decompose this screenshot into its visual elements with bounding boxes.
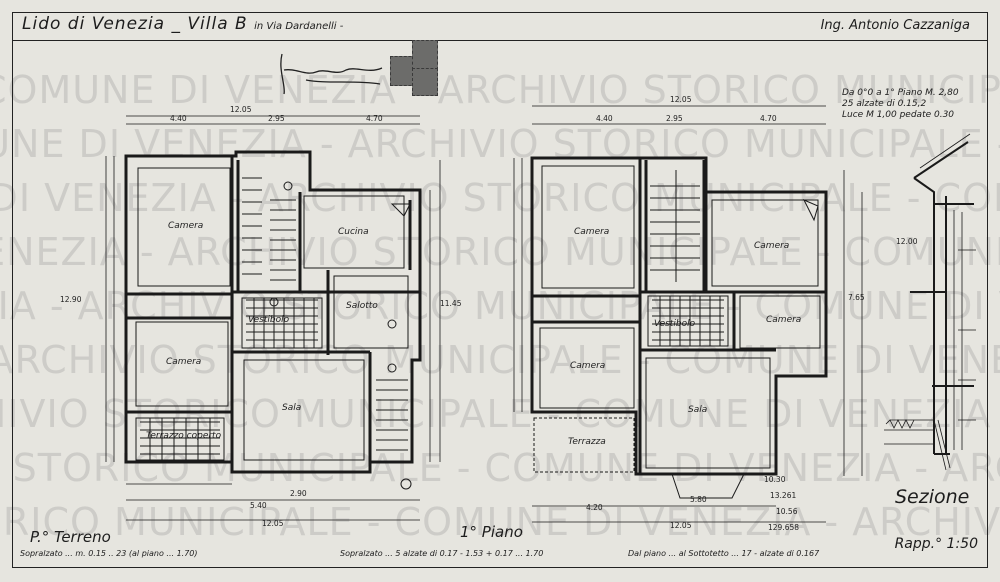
ground-floor-room-labels: Camera Camera Terrazzo coperto Cucina Ve… xyxy=(146,221,378,441)
ground-floor-details xyxy=(135,167,412,490)
room-label-terrazza: Terrazza xyxy=(568,437,606,447)
svg-text:12.05: 12.05 xyxy=(670,95,692,104)
handwritten-calculations: 10.30 13.261 10.56 129.658 xyxy=(764,475,799,532)
first-floor-title: 1° Piano xyxy=(460,523,523,541)
room-label-terrazzo: Terrazzo coperto xyxy=(146,431,222,441)
room-label-cucina: Cucina xyxy=(338,227,369,237)
svg-text:4.40: 4.40 xyxy=(170,114,187,123)
svg-text:4.20: 4.20 xyxy=(586,503,603,512)
room-label-vestibolo-2: Vestibolo xyxy=(654,319,696,329)
engineer-name: Ing. Antonio Cazzaniga xyxy=(820,18,970,33)
ground-floor-plan xyxy=(124,150,422,474)
svg-text:5.40: 5.40 xyxy=(250,501,267,510)
ground-floor-title: P.° Terreno xyxy=(30,528,111,546)
svg-text:10.30: 10.30 xyxy=(764,475,786,484)
svg-text:2.95: 2.95 xyxy=(666,114,683,123)
dimension-labels: 12.05 4.40 2.95 4.70 12.90 11.45 2.90 5.… xyxy=(60,95,918,530)
ground-floor-dimensions xyxy=(105,115,441,521)
svg-text:10.56: 10.56 xyxy=(776,507,798,516)
room-label-camera-3: Camera xyxy=(574,227,609,237)
svg-text:13.261: 13.261 xyxy=(770,491,796,500)
footer-note-roof: Dal piano ... al Sottotetto ... 17 - alz… xyxy=(628,549,820,558)
svg-text:5.80: 5.80 xyxy=(690,495,707,504)
svg-text:12.00: 12.00 xyxy=(896,237,918,246)
room-label-camera-5: Camera xyxy=(754,241,789,251)
elevation-notes: Da 0°0 a 1° Piano M. 2,80 25 alzate di 0… xyxy=(842,88,959,120)
svg-text:12.05: 12.05 xyxy=(230,105,252,114)
svg-text:7.65: 7.65 xyxy=(848,293,865,302)
svg-text:129.658: 129.658 xyxy=(768,523,799,532)
room-label-vestibolo: Vestibolo xyxy=(248,315,290,325)
first-floor-details xyxy=(533,165,821,499)
room-label-camera-6: Camera xyxy=(766,315,801,325)
room-label-camera-2: Camera xyxy=(166,357,201,367)
svg-text:12.90: 12.90 xyxy=(60,295,82,304)
room-label-salotto: Salotto xyxy=(346,301,378,311)
title-block: Lido di Venezia _ Villa B in Via Dardane… xyxy=(22,14,343,34)
svg-text:4.70: 4.70 xyxy=(760,114,777,123)
svg-text:2.90: 2.90 xyxy=(290,489,307,498)
wall-section xyxy=(910,141,974,455)
svg-text:11.45: 11.45 xyxy=(440,299,462,308)
scale-label: Rapp.° 1:50 xyxy=(894,536,978,552)
footer-note-ground: Sopralzato ... m. 0.15 .. 23 (al piano .… xyxy=(20,549,198,558)
wall-section-details xyxy=(884,133,976,471)
footer-note-first: Sopralzato ... 5 alzate di 0.17 - 1.53 +… xyxy=(340,549,544,558)
room-label-sala: Sala xyxy=(282,403,301,413)
svg-text:4.70: 4.70 xyxy=(366,114,383,123)
signature xyxy=(280,53,383,95)
first-floor-plan xyxy=(530,156,828,476)
room-label-camera-4: Camera xyxy=(570,361,605,371)
section-title: Sezione xyxy=(895,486,970,508)
first-floor-room-labels: Camera Camera Terrazza Camera Vestibolo … xyxy=(568,227,801,447)
sheet-border xyxy=(12,12,988,568)
title-street: in Via Dardanelli - xyxy=(254,21,344,32)
first-floor-dimensions xyxy=(513,105,863,523)
svg-text:2.95: 2.95 xyxy=(268,114,285,123)
svg-text:4.40: 4.40 xyxy=(596,114,613,123)
title-rule xyxy=(12,40,988,42)
room-label-camera-1: Camera xyxy=(168,221,203,231)
svg-text:12.05: 12.05 xyxy=(262,519,284,528)
revenue-stamps xyxy=(390,40,438,96)
title-text: Lido di Venezia _ Villa B xyxy=(22,14,248,34)
svg-text:12.05: 12.05 xyxy=(670,521,692,530)
room-label-sala-2: Sala xyxy=(688,405,707,415)
